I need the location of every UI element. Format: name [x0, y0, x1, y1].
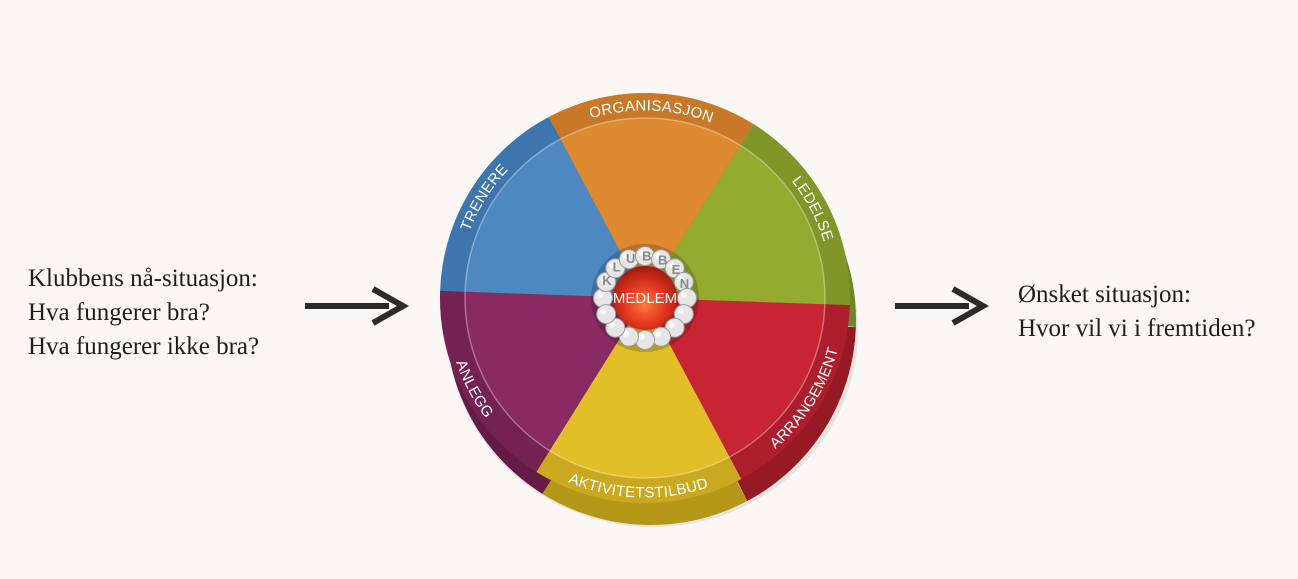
hub-bead-shine [668, 262, 675, 269]
current-situation-heading: Klubbens nå-situasjon: [28, 265, 258, 292]
segment-organisasjon [548, 92, 754, 298]
ring-band-0 [548, 92, 754, 146]
ring-band-1 [740, 124, 850, 306]
future-question: Hvor vil vi i fremtiden? [1018, 315, 1256, 342]
outer-ring [440, 92, 850, 503]
hub-letter: B [658, 252, 667, 267]
hub-bead-shine [655, 330, 662, 337]
hub-center [613, 266, 677, 330]
hub-bead-shine [597, 292, 603, 298]
hub-letter: E [672, 262, 681, 277]
ring-band-5 [440, 116, 561, 292]
hub-letter: N [680, 276, 689, 291]
hub-letter: K [602, 273, 612, 288]
segment-trenere [440, 116, 645, 298]
segment-aktivitetstilbud [536, 298, 742, 503]
hub-letter: L [613, 260, 621, 275]
hub-bead-shine [600, 275, 607, 282]
ring-band-4 [440, 290, 550, 472]
hub-bead-shine [622, 330, 629, 337]
desired-situation-text: Ønsket situasjon: Hvor vil vi i fremtide… [1018, 278, 1255, 346]
left-arrow-icon [305, 286, 410, 326]
hub-letter: U [626, 251, 635, 266]
hub-bead-shine [600, 308, 607, 315]
hub-bead-shine [655, 253, 662, 260]
hub-bead-shine [677, 275, 684, 282]
hub-bead-shine [668, 321, 675, 328]
hub-bead-shine [639, 334, 645, 340]
hub-bead-shine [681, 292, 687, 298]
hub-bead-shine [677, 308, 684, 315]
hub-center-label: MEDLEM [613, 290, 677, 307]
hub-bead-shine [622, 253, 629, 260]
hub-letter: B [642, 249, 651, 264]
segment-arrangement [645, 298, 850, 480]
klubben-wheel-diagram: ORGANISASJONLEDELSEARRANGEMENTAKTIVITETS… [440, 92, 858, 527]
hub-bead-shine [609, 321, 616, 328]
hub-bead-shine [639, 250, 645, 256]
ring-band-2 [729, 304, 850, 480]
hub-bead-shine [609, 262, 616, 269]
works-well-question: Hva fungerer bra? [28, 299, 210, 326]
ring-inner-edge [464, 117, 826, 479]
right-arrow-icon [895, 286, 990, 326]
does-not-work-question: Hva fungerer ikke bra? [28, 333, 260, 360]
current-situation-text: Klubbens nå-situasjon: Hva fungerer bra?… [28, 262, 259, 364]
desired-situation-heading: Ønsket situasjon: [1018, 281, 1191, 308]
hub-bead [596, 304, 617, 325]
ring-band-3 [536, 450, 742, 503]
